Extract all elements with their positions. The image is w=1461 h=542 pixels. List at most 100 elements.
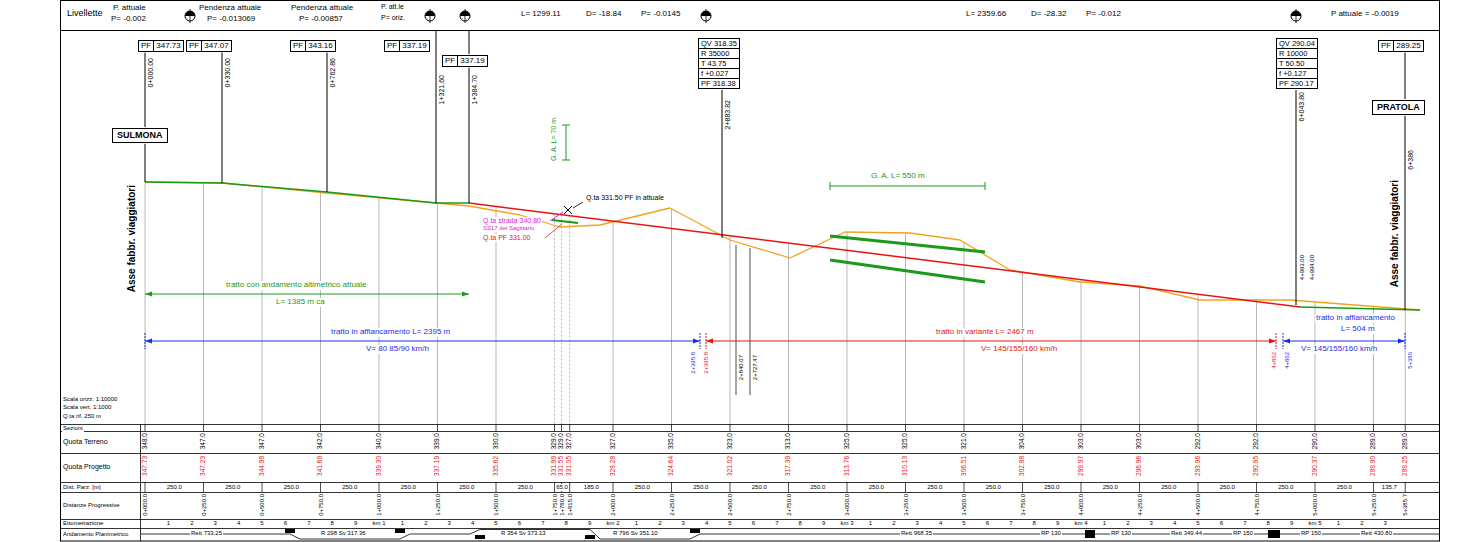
ground-elevation: 348.0 bbox=[142, 433, 149, 449]
section-tick bbox=[379, 482, 380, 492]
hectometre-mark: 7 bbox=[1243, 520, 1246, 527]
design-elevation: 306.51 bbox=[961, 456, 968, 476]
section-tick bbox=[569, 424, 570, 431]
chainage-label: 0+762.86 bbox=[329, 58, 336, 87]
hectometre-mark: 4 bbox=[471, 520, 474, 527]
sheet-frame bbox=[61, 1, 1440, 542]
section-tick bbox=[145, 482, 146, 492]
table-row-header: Sezioni bbox=[62, 425, 84, 432]
stretch-note: tratto in affiancamento L= 2395 m bbox=[330, 328, 451, 337]
hectometre-mark: 1 bbox=[1337, 520, 1340, 527]
hectometre-mark: 6 bbox=[518, 520, 521, 527]
chainage-label: 4+994.00 bbox=[1309, 255, 1315, 280]
section-line bbox=[320, 191, 321, 424]
chainage-line bbox=[1405, 53, 1406, 99]
stretch-note: L= 504 m bbox=[1340, 325, 1376, 334]
grade-change-symbol bbox=[190, 9, 191, 23]
progressive-distance: 2+500.0 bbox=[727, 494, 733, 516]
progressive-distance: 0+500.0 bbox=[259, 494, 265, 516]
stretch-dimension bbox=[1283, 341, 1405, 342]
hectometre-mark: 9 bbox=[1056, 520, 1059, 527]
grade-annotation: P= -0.013069 bbox=[206, 15, 256, 24]
section-tick bbox=[730, 424, 731, 431]
station-name-box: SULMONA bbox=[112, 128, 168, 143]
hectometre-mark: 9 bbox=[1290, 520, 1293, 527]
alignment-element: R 796 Sv 351.10 bbox=[612, 530, 659, 537]
partial-distance: 250.0 bbox=[693, 484, 708, 491]
hectometre-mark: 1 bbox=[1103, 520, 1106, 527]
progressive-distance: 3+500.0 bbox=[961, 494, 967, 516]
ground-elevation: 292.0 bbox=[1195, 433, 1202, 449]
hectometre-mark: 2 bbox=[892, 520, 895, 527]
progressive-distance: 5+250.0 bbox=[1371, 494, 1377, 516]
chainage-label: 2+395.8 bbox=[703, 352, 709, 374]
ground-elevation: 329.0 bbox=[551, 433, 558, 449]
chainage-line bbox=[436, 30, 437, 203]
chainage-line bbox=[469, 68, 470, 203]
progressive-distance: 0+250.0 bbox=[201, 494, 207, 516]
grade-change-symbol bbox=[1296, 9, 1297, 23]
grade-change-symbol bbox=[706, 9, 707, 23]
section-line bbox=[847, 232, 848, 424]
design-elevation: 299.97 bbox=[1078, 456, 1085, 476]
hectometre-mark: 8 bbox=[799, 520, 802, 527]
section-tick bbox=[145, 424, 146, 431]
section-line bbox=[1405, 309, 1406, 424]
arrow-head bbox=[1283, 339, 1290, 344]
section-tick bbox=[1198, 482, 1199, 492]
section-tick bbox=[730, 482, 731, 492]
leader-line bbox=[550, 212, 563, 221]
scale-note: Q.ta rif. 250 m bbox=[62, 413, 102, 420]
grade-annotation: D= -28.32 bbox=[1030, 10, 1067, 19]
section-tick bbox=[613, 482, 614, 492]
table-row-header: Ettometrazione bbox=[62, 520, 104, 527]
section-line bbox=[671, 209, 672, 424]
hectometre-mark: 2 bbox=[658, 520, 661, 527]
section-tick bbox=[964, 482, 965, 492]
section-line bbox=[203, 183, 204, 424]
quota-box: PF337.19 bbox=[442, 55, 488, 67]
chainage-label: 2+883.82 bbox=[724, 100, 731, 129]
quota-tag: PF bbox=[1379, 41, 1394, 51]
section-tick bbox=[1373, 424, 1374, 431]
length-dimension bbox=[562, 125, 570, 126]
chainage-line bbox=[222, 53, 223, 183]
design-elevation: 335.62 bbox=[493, 456, 500, 476]
curve-parameter: R 35000 bbox=[699, 49, 739, 59]
alignment-element: RP 150 bbox=[1300, 530, 1322, 537]
partial-distance: 250.0 bbox=[225, 484, 240, 491]
hectometre-mark: 3 bbox=[1384, 520, 1387, 527]
progressive-distance: 1+500.0 bbox=[493, 494, 499, 516]
hectometre-mark: 5 bbox=[962, 520, 965, 527]
section-tick bbox=[788, 424, 789, 431]
grade-annotation: Pendenza attuale bbox=[290, 4, 354, 13]
hectometre-mark: 8 bbox=[1267, 520, 1270, 527]
curve-parameter: f +0.127 bbox=[1277, 69, 1317, 79]
hectometre-mark: 1 bbox=[635, 520, 638, 527]
design-elevation: 324.64 bbox=[668, 456, 675, 476]
partial-distance: 250.0 bbox=[869, 484, 884, 491]
ground-elevation: 290.0 bbox=[1312, 433, 1319, 449]
hectometre-mark: 5 bbox=[1196, 520, 1199, 527]
grade-annotation: P= -0.002 bbox=[110, 15, 147, 24]
alignment-element: R 354 Sv 373.13 bbox=[500, 530, 547, 537]
progressive-distance: 5+000.0 bbox=[1312, 494, 1318, 516]
design-elevation: 341.69 bbox=[317, 456, 324, 476]
hectometre-mark: km 3 bbox=[840, 520, 853, 527]
length-dimension bbox=[830, 182, 831, 190]
table-row-header: Distanze Progressive bbox=[62, 502, 121, 509]
section-tick bbox=[262, 424, 263, 431]
partial-distance: 135.7 bbox=[1382, 484, 1397, 491]
design-elevation: 296.96 bbox=[1136, 456, 1143, 476]
station-axis-label: Asse fabbr. viaggiatori bbox=[127, 185, 137, 292]
viaduct-mark bbox=[830, 236, 985, 252]
section-tick bbox=[320, 424, 321, 431]
progressive-distance: 0+000.0 bbox=[142, 494, 148, 516]
stretch-note: tratto con andamento altimetrico attuale bbox=[225, 281, 368, 290]
hectometre-mark: 9 bbox=[588, 520, 591, 527]
section-tick bbox=[561, 424, 562, 431]
curve-parameter: QV 318.35 bbox=[699, 39, 739, 49]
section-tick bbox=[1022, 482, 1023, 492]
stretch-dimension bbox=[145, 341, 700, 342]
table-rule bbox=[60, 424, 1440, 425]
